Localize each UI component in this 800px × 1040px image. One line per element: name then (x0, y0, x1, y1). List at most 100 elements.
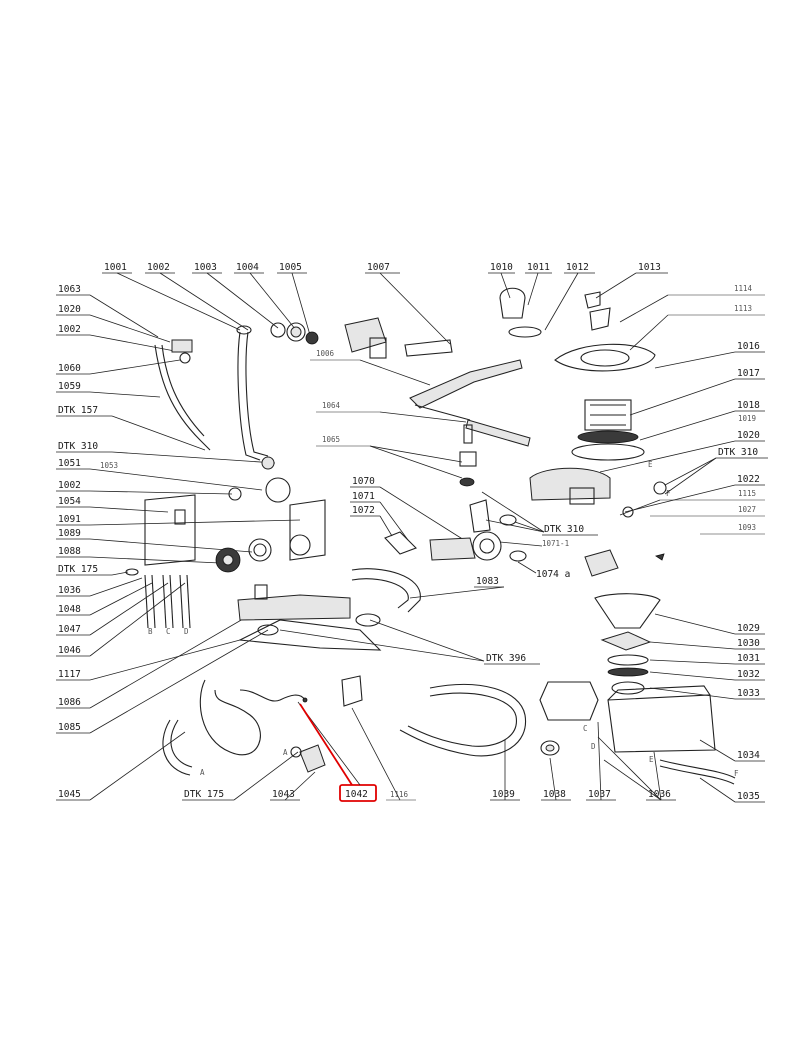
label-1054: 1054 (58, 496, 81, 507)
label-1060: 1060 (58, 363, 81, 374)
label-1034: 1034 (737, 750, 760, 761)
part-1007-housing (344, 317, 387, 353)
label-1005: 1005 (279, 262, 302, 273)
label-1006: 1006 (316, 349, 335, 358)
label-dtk310-left: DTK 310 (58, 441, 98, 452)
left-column-labels: 1063 1020 1002 1060 1059 DTK 157 DTK 310… (56, 284, 118, 801)
part-1113-plate (554, 343, 656, 372)
label-1051: 1051 (58, 458, 81, 469)
label-1002-mid: 1002 (58, 480, 81, 491)
label-1039: 1039 (492, 789, 515, 800)
parts (125, 287, 736, 786)
label-dtk310-mid: DTK 310 (544, 524, 584, 535)
label-1016: 1016 (737, 341, 760, 352)
label-1046: 1046 (58, 645, 81, 656)
part-1034-container (607, 694, 716, 753)
label-1072: 1072 (352, 505, 375, 516)
label-1033: 1033 (737, 688, 760, 699)
part-1038-ring (540, 740, 560, 756)
part-1017-filter (584, 399, 632, 431)
label-dtk175-left: DTK 175 (58, 564, 98, 575)
part-1072-connector (384, 531, 417, 555)
part-1093-clip (655, 553, 665, 561)
label-1018: 1018 (737, 400, 760, 411)
label-1011: 1011 (527, 262, 550, 273)
part-1117-bracket (238, 619, 382, 651)
label-1117: 1117 (58, 669, 81, 680)
part-1085-hose (199, 679, 261, 756)
part-1043-valve (299, 744, 326, 773)
label-1115: 1115 (738, 489, 756, 498)
label-1007: 1007 (367, 262, 390, 273)
highlight-pointer-1042 (299, 703, 353, 786)
marker-e1: E (648, 460, 653, 469)
label-1013: 1013 (638, 262, 661, 273)
label-1020-left: 1020 (58, 304, 81, 315)
label-1019: 1019 (738, 414, 756, 423)
part-1089-ring (248, 538, 272, 562)
label-1030: 1030 (737, 638, 760, 649)
label-1043: 1043 (272, 789, 295, 800)
label-1012: 1012 (566, 262, 589, 273)
label-1027: 1027 (738, 505, 756, 514)
label-1045: 1045 (58, 789, 81, 800)
marker-c: C (166, 627, 171, 636)
marker-d: D (184, 627, 189, 636)
label-1022: 1022 (737, 474, 760, 485)
marker-d2: D (591, 742, 596, 751)
part-1065-column (463, 424, 473, 444)
marker-e2: E (649, 755, 654, 764)
label-1003: 1003 (194, 262, 217, 273)
label-1001: 1001 (104, 262, 127, 273)
letter-markers: E F B C D A A C D E F (148, 460, 739, 778)
top-row-labels: 1001 1002 1003 1004 1005 1007 1010 1011 … (102, 262, 668, 274)
label-1114: 1114 (734, 284, 753, 293)
marker-a1: A (200, 768, 205, 777)
label-1032: 1032 (737, 669, 760, 680)
label-dtk396: DTK 396 (486, 653, 526, 664)
marker-a2: A (283, 748, 288, 757)
label-1002-left: 1002 (58, 324, 81, 335)
part-1037-bracket (539, 681, 599, 721)
label-1004: 1004 (236, 262, 259, 273)
label-dtk157: DTK 157 (58, 405, 98, 416)
part-1003-ring (270, 322, 286, 338)
label-dtk175-bottom: DTK 175 (184, 789, 224, 800)
part-1030 (600, 631, 652, 651)
marker-b: B (148, 627, 153, 636)
part-1086-valve (237, 594, 351, 621)
label-1086: 1086 (58, 697, 81, 708)
label-1093: 1093 (738, 523, 756, 532)
label-1071: 1071 (352, 491, 375, 502)
part-1020-sump (529, 467, 611, 501)
label-1047: 1047 (58, 624, 81, 635)
label-1064: 1064 (322, 401, 341, 410)
label-1059: 1059 (58, 381, 81, 392)
label-1085: 1085 (58, 722, 81, 733)
label-1020-right: 1020 (737, 430, 760, 441)
label-1036-left: 1036 (58, 585, 81, 596)
right-column-labels: 1114 1113 1006 1064 1065 1016 1017 1018 … (310, 284, 768, 803)
marker-f1: F (666, 489, 671, 498)
label-1042: 1042 (345, 789, 368, 800)
part-1059-hose (154, 344, 211, 451)
label-dtk310-right: DTK 310 (718, 447, 758, 458)
leader-lines (89, 272, 736, 803)
label-1017: 1017 (737, 368, 760, 379)
part-1027 (584, 549, 619, 577)
part-1010 (499, 287, 526, 319)
label-1063: 1063 (58, 284, 81, 295)
label-1088: 1088 (58, 546, 81, 557)
part-1045-hose (162, 719, 191, 776)
label-1053: 1053 (100, 461, 118, 470)
label-1031: 1031 (737, 653, 760, 664)
label-1037: 1037 (588, 789, 611, 800)
part-1006-tube (404, 339, 453, 357)
label-1010: 1010 (490, 262, 513, 273)
label-1083: 1083 (476, 576, 499, 587)
part-1029-funnel (594, 593, 661, 629)
label-1038: 1038 (543, 789, 566, 800)
label-1065: 1065 (322, 435, 340, 444)
label-1091: 1091 (58, 514, 81, 525)
label-1070: 1070 (352, 476, 375, 487)
